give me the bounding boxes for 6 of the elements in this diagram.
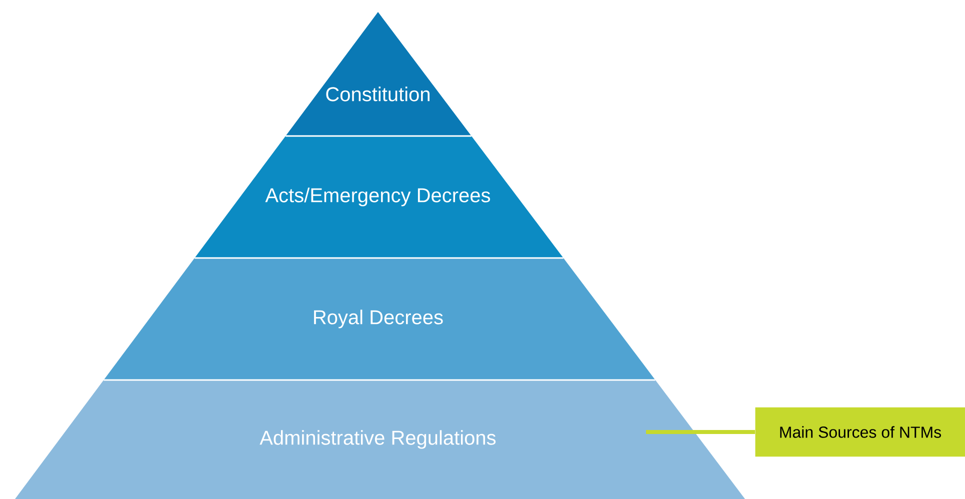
pyramid-level: Acts/Emergency Decrees: [194, 135, 564, 258]
pyramid-level: Constitution: [286, 11, 472, 136]
pyramid-level: Royal Decrees: [104, 257, 656, 380]
callout-box: Main Sources of NTMs: [755, 407, 965, 457]
pyramid-level: Administrative Regulations: [15, 379, 745, 499]
leader-line: [646, 430, 755, 434]
